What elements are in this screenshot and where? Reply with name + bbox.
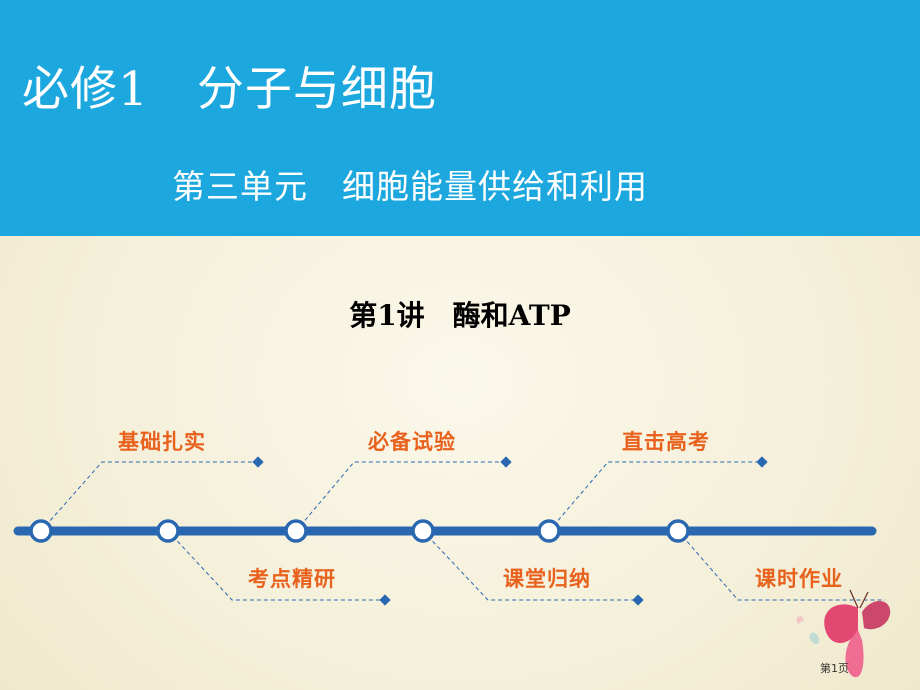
timeline-node-5[interactable] bbox=[537, 519, 561, 543]
lecture-title: 第1讲 酶和ATP bbox=[349, 299, 571, 332]
label-key-points[interactable]: 考点精研 bbox=[248, 567, 336, 591]
unit-title: 第三单元 细胞能量供给和利用 bbox=[172, 167, 648, 206]
diamond-marker bbox=[756, 456, 768, 468]
timeline-node-3[interactable] bbox=[284, 519, 308, 543]
diamond-marker bbox=[500, 456, 512, 468]
connector-lower-1 bbox=[167, 530, 385, 601]
timeline-node-6[interactable] bbox=[666, 519, 690, 543]
diamond-marker bbox=[379, 594, 391, 606]
label-class-summary[interactable]: 课堂归纳 bbox=[503, 567, 591, 591]
connector-lower-2 bbox=[422, 530, 638, 601]
header-banner: 必修1 分子与细胞 第三单元 细胞能量供给和利用 bbox=[0, 0, 920, 236]
butterfly-icon bbox=[796, 589, 891, 678]
label-foundation[interactable]: 基础扎实 bbox=[118, 430, 206, 454]
diamond-marker bbox=[632, 594, 644, 606]
timeline-node-1[interactable] bbox=[29, 519, 53, 543]
diamond-marker bbox=[252, 456, 264, 468]
page-number: 第1页 bbox=[820, 662, 849, 675]
timeline-node-4[interactable] bbox=[411, 519, 435, 543]
course-title: 必修1 分子与细胞 bbox=[22, 62, 437, 117]
label-homework[interactable]: 课时作业 bbox=[755, 567, 843, 591]
connector-lower-3 bbox=[677, 530, 885, 601]
connector-upper-2 bbox=[295, 461, 506, 532]
label-exam-direct[interactable]: 直击高考 bbox=[622, 430, 710, 454]
timeline-node-2[interactable] bbox=[156, 519, 180, 543]
label-required-experiments[interactable]: 必备试验 bbox=[368, 430, 456, 454]
connector-upper-3 bbox=[548, 461, 762, 532]
connector-upper-1 bbox=[40, 461, 258, 532]
